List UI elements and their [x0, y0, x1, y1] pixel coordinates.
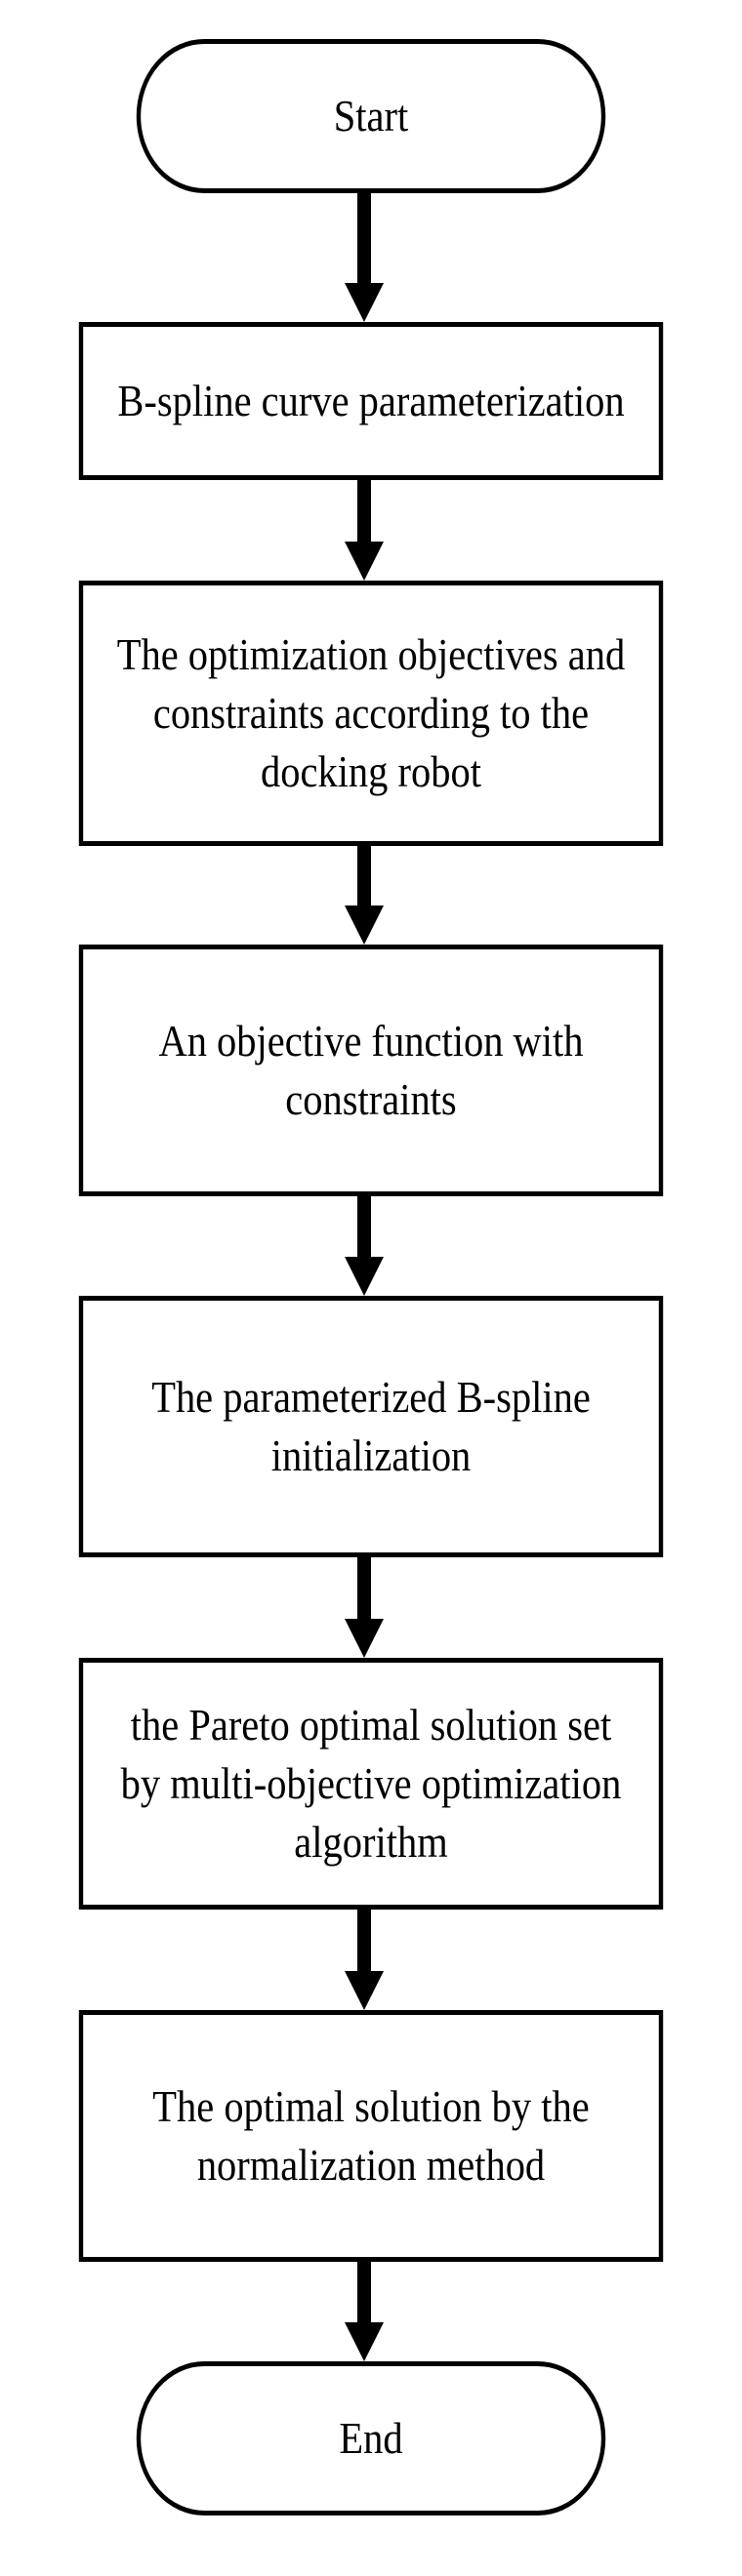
step-2-label: The optimization objectives and constrai… — [116, 629, 626, 796]
process-step-6: The optimal solution by the normalizatio… — [78, 2010, 664, 2262]
arrowhead-step6-to-end — [345, 2322, 384, 2361]
process-step-2: The optimization objectives and constrai… — [78, 581, 664, 846]
arrowhead-step1-to-step2 — [345, 542, 384, 581]
step-4-label: The parameterized B-spline initializatio… — [151, 1372, 591, 1480]
start-label: Start — [333, 91, 409, 141]
process-step-1: B-spline curve parameterization — [78, 322, 664, 480]
arrowhead-start-to-step1 — [345, 283, 384, 322]
process-step-4: The parameterized B-spline initializatio… — [78, 1296, 664, 1557]
step-3-label: An objective function with constraints — [158, 1016, 584, 1124]
arrowhead-step5-to-step6 — [345, 1971, 384, 2010]
step-5-label: the Pareto optimal solution set by multi… — [120, 1700, 622, 1867]
arrowhead-step3-to-step4 — [345, 1257, 384, 1296]
end-terminal: End — [136, 2361, 606, 2516]
process-step-3: An objective function with constraints — [78, 945, 664, 1196]
process-step-5: the Pareto optimal solution set by multi… — [78, 1658, 664, 1910]
arrowhead-step4-to-step5 — [345, 1619, 384, 1658]
start-terminal: Start — [136, 39, 606, 193]
end-label: End — [339, 2413, 403, 2464]
arrowhead-step2-to-step3 — [345, 906, 384, 945]
step-1-label: B-spline curve parameterization — [117, 376, 625, 426]
step-6-label: The optimal solution by the normalizatio… — [152, 2081, 590, 2190]
